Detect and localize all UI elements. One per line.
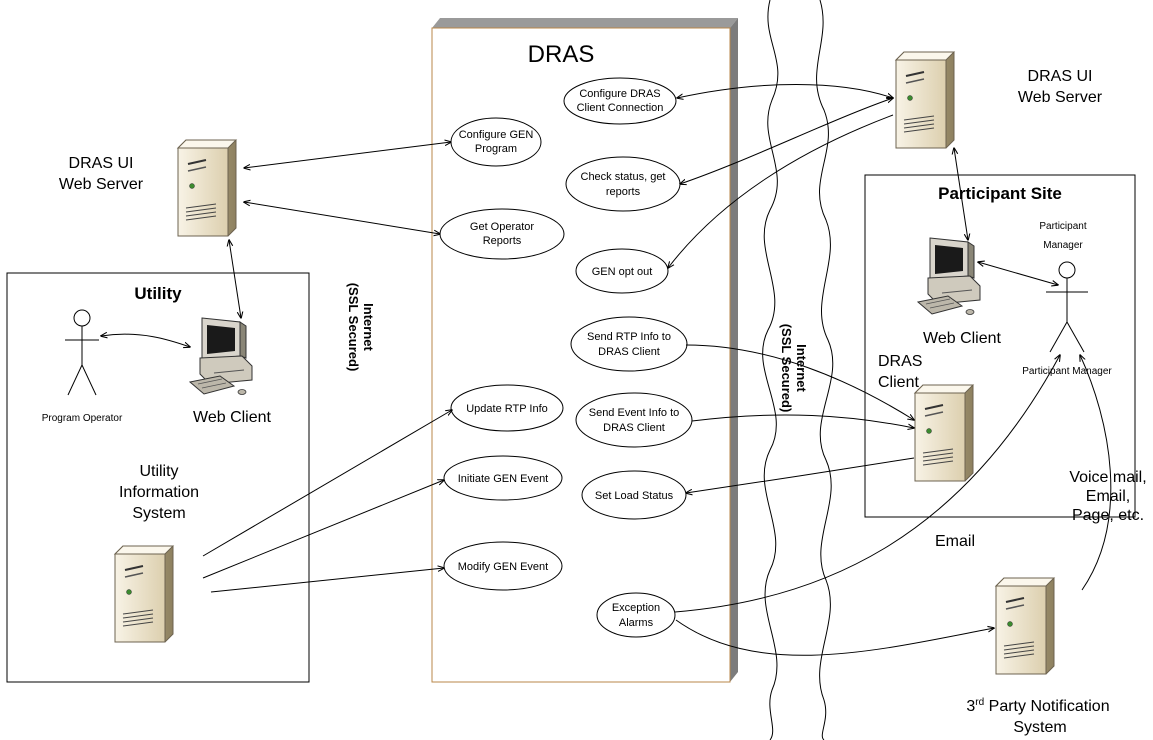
utility-web-client-label: Web Client xyxy=(193,409,272,426)
svg-text:Participant: Participant xyxy=(1039,221,1086,232)
svg-text:GEN opt out: GEN opt out xyxy=(592,266,653,278)
utility-information-system-server-icon xyxy=(114,545,174,643)
email-label: Email xyxy=(935,533,975,550)
svg-text:Send Event Info to: Send Event Info to xyxy=(589,407,680,419)
dras-client-server-icon xyxy=(914,384,974,482)
use-case-send-event-info: Send Event Info to DRAS Client xyxy=(575,392,693,448)
dras-title: DRAS xyxy=(528,41,595,68)
svg-text:Internet: Internet xyxy=(361,303,376,351)
svg-text:Voice mail,: Voice mail, xyxy=(1069,469,1146,486)
use-case-gen-opt-out: GEN opt out xyxy=(575,248,669,294)
svg-text:Configure GEN: Configure GEN xyxy=(459,129,534,141)
participant-web-client-label: Web Client xyxy=(923,330,1002,347)
use-case-send-rtp-info: Send RTP Info to DRAS Client xyxy=(570,316,688,372)
utility-information-system-label: Utility Information System xyxy=(119,463,199,522)
connectors xyxy=(101,84,1112,656)
svg-text:Web Server: Web Server xyxy=(59,176,144,193)
use-case-configure-gen-program: Configure GEN Program xyxy=(450,117,542,167)
svg-text:Set Load Status: Set Load Status xyxy=(595,490,674,502)
svg-text:Client Connection: Client Connection xyxy=(577,102,664,114)
notify-channels-label: Voice mail, Email, Page, etc. xyxy=(1069,469,1146,524)
use-case-get-operator-reports: Get Operator Reports xyxy=(439,208,565,260)
svg-text:Configure DRAS: Configure DRAS xyxy=(579,88,660,100)
svg-text:3rd Party Notification: 3rd Party Notification xyxy=(966,697,1109,715)
use-case-initiate-gen-event: Initiate GEN Event xyxy=(443,455,563,501)
svg-text:Manager: Manager xyxy=(1043,240,1083,251)
svg-text:Page, etc.: Page, etc. xyxy=(1072,507,1144,524)
program-operator-actor-icon xyxy=(65,309,99,396)
svg-text:DRAS: DRAS xyxy=(878,353,922,370)
svg-text:Information: Information xyxy=(119,484,199,501)
use-case-update-rtp-info: Update RTP Info xyxy=(450,384,564,432)
svg-text:(SSL Secured): (SSL Secured) xyxy=(779,324,794,413)
left-web-server-label: DRAS UI Web Server xyxy=(59,155,144,193)
program-operator-label: Program Operator xyxy=(42,413,123,424)
svg-text:(SSL Secured): (SSL Secured) xyxy=(346,283,361,372)
svg-text:Program: Program xyxy=(475,143,517,155)
right-web-server-icon xyxy=(895,51,955,149)
svg-text:Email,: Email, xyxy=(1086,488,1130,505)
svg-text:Client: Client xyxy=(878,374,919,391)
participant-manager-bottom-label: Participant Manager xyxy=(1022,366,1112,377)
svg-text:Internet: Internet xyxy=(794,344,809,392)
svg-text:reports: reports xyxy=(606,186,641,198)
third-party-label: 3rd Party Notification System xyxy=(966,697,1109,736)
svg-text:Exception: Exception xyxy=(612,602,660,614)
svg-text:Modify GEN Event: Modify GEN Event xyxy=(458,561,548,573)
svg-text:Alarms: Alarms xyxy=(619,617,654,629)
svg-text:Reports: Reports xyxy=(483,235,522,247)
svg-text:Update RTP Info: Update RTP Info xyxy=(466,403,548,415)
use-case-check-status: Check status, get reports xyxy=(565,156,681,212)
participant-manager-top-label: Participant Manager xyxy=(1039,221,1086,251)
dras-client-label: DRAS Client xyxy=(878,353,922,391)
utility-title: Utility xyxy=(134,284,182,303)
svg-text:DRAS Client: DRAS Client xyxy=(598,346,660,358)
use-case-set-load-status: Set Load Status xyxy=(581,470,687,520)
svg-text:System: System xyxy=(1013,719,1066,736)
right-web-server-label: DRAS UI Web Server xyxy=(1018,68,1103,106)
svg-text:Get Operator: Get Operator xyxy=(470,221,535,233)
svg-text:Check status, get: Check status, get xyxy=(581,171,666,183)
participant-site-title: Participant Site xyxy=(938,184,1062,203)
svg-text:DRAS UI: DRAS UI xyxy=(69,155,134,172)
use-case-modify-gen-event: Modify GEN Event xyxy=(443,541,563,591)
svg-text:System: System xyxy=(132,505,185,522)
third-party-server-icon xyxy=(995,577,1055,675)
use-case-configure-client-connection: Configure DRAS Client Connection xyxy=(563,77,677,125)
svg-text:DRAS Client: DRAS Client xyxy=(603,422,665,434)
svg-text:Web Server: Web Server xyxy=(1018,89,1103,106)
internet-label-right: Internet (SSL Secured) xyxy=(779,324,809,413)
svg-text:Send RTP Info to: Send RTP Info to xyxy=(587,331,671,343)
internet-label-left: Internet (SSL Secured) xyxy=(346,283,376,372)
svg-text:Initiate GEN Event: Initiate GEN Event xyxy=(458,473,549,485)
left-web-server-icon xyxy=(177,139,237,237)
use-case-exception-alarms: Exception Alarms xyxy=(596,592,676,638)
participant-site-box: Participant Site xyxy=(864,174,1136,518)
svg-text:DRAS UI: DRAS UI xyxy=(1028,68,1093,85)
participant-manager-actor-icon xyxy=(1046,261,1088,353)
svg-text:Utility: Utility xyxy=(139,463,178,480)
